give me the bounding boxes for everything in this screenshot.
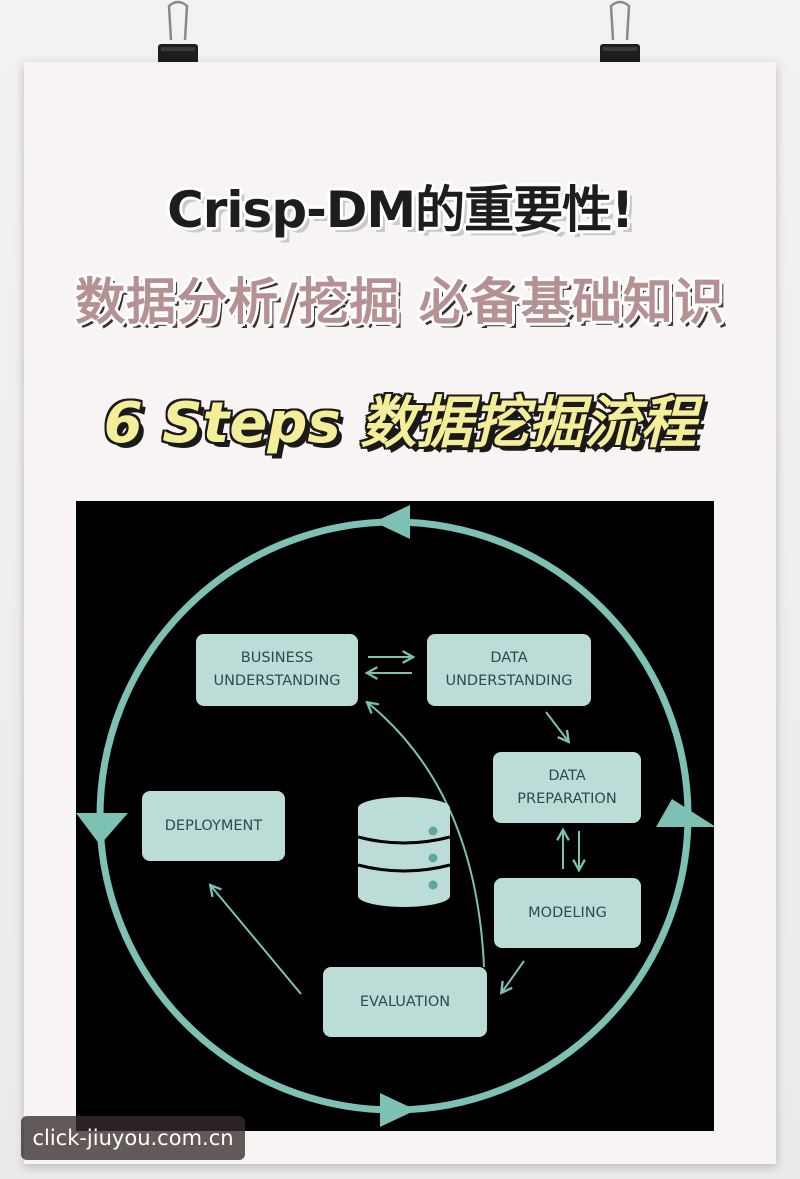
watermark-link[interactable]: click-jiuyou.com.cn	[21, 1116, 245, 1160]
arrow-feedback-to-business	[368, 703, 485, 968]
stage-business-understanding: BUSINESS UNDERSTANDING	[196, 634, 358, 706]
cycle-arrow-right	[656, 799, 714, 827]
stage-modeling: MODELING	[494, 878, 641, 948]
arrow-to-evaluation	[502, 960, 525, 992]
stage-evaluation: EVALUATION	[323, 967, 487, 1037]
arrow-to-data-preparation	[545, 711, 568, 741]
cycle-arrow-top	[374, 505, 410, 539]
database-icon	[357, 797, 451, 907]
title-line-2: 数据分析/挖掘 必备基础知识	[75, 273, 725, 331]
stage-data-understanding: DATA UNDERSTANDING	[427, 634, 591, 706]
stage-data-preparation: DATA PREPARATION	[493, 752, 641, 823]
title-line-3: 6 Steps 数据挖掘流程	[103, 391, 697, 456]
cycle-arrow-bottom	[380, 1093, 416, 1127]
crisp-dm-diagram: BUSINESS UNDERSTANDING DATA UNDERSTANDIN…	[76, 501, 714, 1131]
cycle-arrow-left	[76, 813, 128, 845]
stage-deployment: DEPLOYMENT	[142, 791, 285, 861]
arrow-to-deployment	[211, 886, 302, 995]
title-line-1: Crisp-DM的重要性!	[167, 181, 634, 239]
